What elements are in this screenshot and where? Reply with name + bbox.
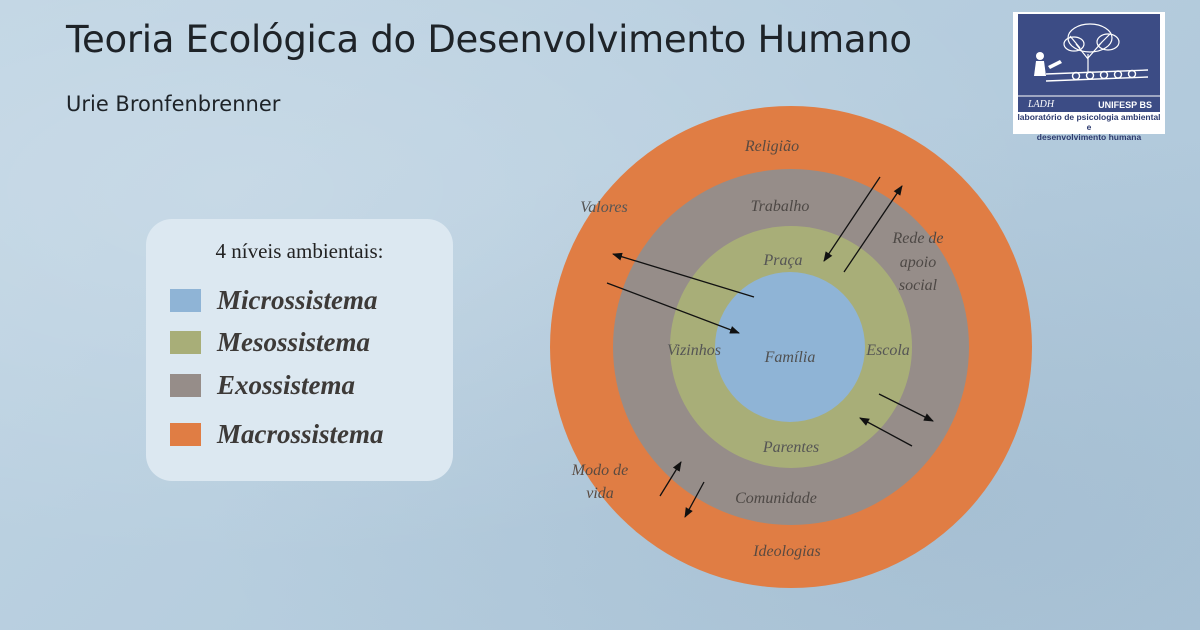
legend-label-microssistema: Microssistema [217,284,378,315]
label-escola: Escola [865,342,910,359]
arrow-valores-in [606,282,740,334]
ladh-unifesp-logo: LADH UNIFESP BS laboratório de psicologi… [1013,12,1165,142]
legend-swatch-exossistema [170,373,201,397]
arrow-rede-out [843,185,903,273]
microssistema-circle [715,272,865,422]
label-parentes: Parentes [762,439,819,456]
legend-label-macrossistema: Macrossistema [217,418,384,449]
logo-unifesp-text: UNIFESP BS [1098,100,1152,110]
label-modo-line2: vida [586,485,614,502]
legend-heading: 4 níveis ambientais: [215,239,384,263]
label-rede-line1: Rede de [891,230,943,247]
label-rede-line3: social [899,277,938,294]
arrow-rede-in [823,176,881,262]
label-comunidade: Comunidade [735,490,817,507]
arrow-escola-in [859,417,913,447]
logo-caption-line1: laboratório de psicologia ambiental e [1017,112,1161,132]
legend-swatch-macrossistema [170,422,201,446]
legend-label-mesossistema: Mesossistema [217,326,371,357]
legend-item-exossistema: Exossistema [170,370,355,400]
label-familia: Família [764,349,816,366]
label-trabalho: Trabalho [751,198,810,215]
legend-swatch-mesossistema [170,330,201,354]
page-title: Teoria Ecológica do Desenvolvimento Huma… [66,18,912,61]
logo-ladh-text: LADH [1028,99,1055,110]
legend-item-microssistema: Microssistema [170,285,378,315]
arrow-modo-in [684,481,705,518]
legend-item-macrossistema: Macrossistema [170,419,384,449]
label-modo-line1: Modo de [571,462,628,479]
legend-box: 4 níveis ambientais: Microssistema Mesos… [146,219,453,481]
label-ideologias: Ideologias [752,543,821,560]
page-subtitle: Urie Bronfenbrenner [66,92,281,116]
logo-caption-line2: desenvolvimento humana [1036,132,1142,142]
arrow-modo-out [659,461,682,497]
logo-panel: LADH UNIFESP BS [1018,14,1160,112]
legend-item-mesossistema: Mesossistema [170,327,370,357]
logo-caption: laboratório de psicologia ambiental e de… [1016,112,1162,142]
tree-icon [1018,23,1160,97]
arrow-escola-out [878,393,934,422]
label-valores: Valores [580,199,627,216]
label-rede-line2: apoio [900,254,936,271]
legend-label-exossistema: Exossistema [217,369,356,400]
legend-swatch-microssistema [170,288,201,312]
label-religiao: Religião [744,138,799,155]
label-praca: Praça [762,252,802,269]
arrow-valores-out [612,252,755,298]
label-vizinhos: Vizinhos [667,342,721,359]
